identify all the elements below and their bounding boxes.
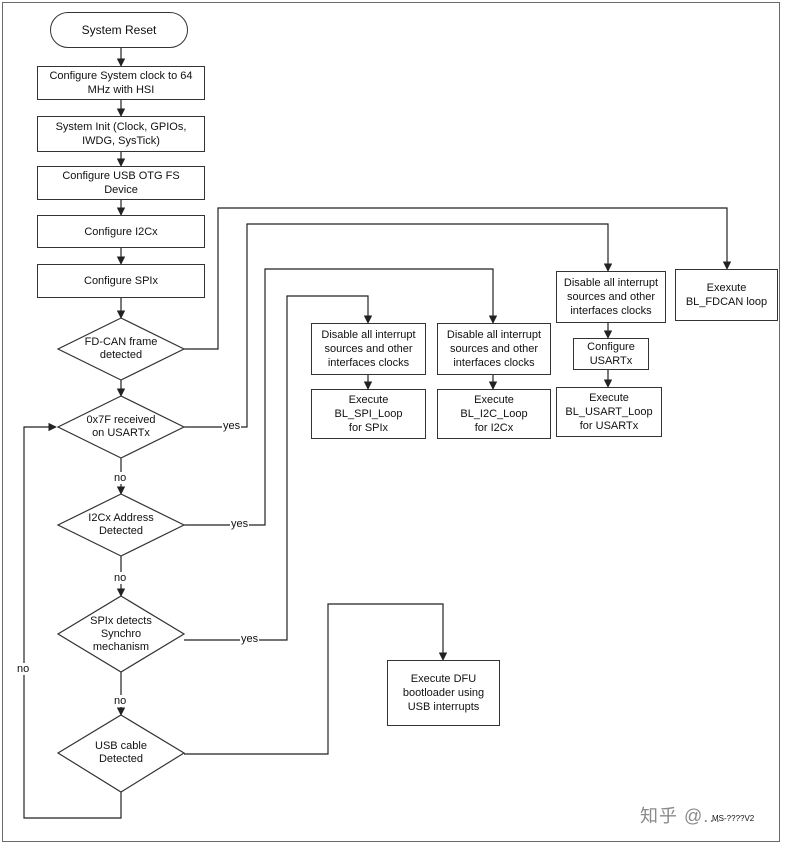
decision-i2c-shape: [56, 493, 186, 557]
decision-usart-shape: [56, 395, 186, 459]
exec-dfu-box: Execute DFU bootloader using USB interru…: [387, 660, 500, 726]
disable-usart-box: Disable all interrupt sources and other …: [556, 271, 666, 323]
exec-fdcan-box: Exexute BL_FDCAN loop: [675, 269, 778, 321]
system-init-box: System Init (Clock, GPIOs, IWDG, SysTick…: [37, 116, 205, 152]
edge-no-loop: [23, 422, 122, 819]
disable-i2c-box: Disable all interrupt sources and other …: [437, 323, 551, 375]
decision-i2c-label: I2Cx Address Detected: [88, 512, 154, 537]
configure-usb-box: Configure USB OTG FS Device: [37, 166, 205, 200]
configure-clock-box: Configure System clock to 64 MHz with HS…: [37, 66, 205, 100]
exec-i2c-box: Execute BL_I2C_Loop for I2Cx: [437, 389, 551, 439]
decision-usart-label: 0x7F received on USARTx: [86, 414, 156, 439]
figure-code: MS-????V2: [712, 814, 755, 823]
configure-i2c-box: Configure I2Cx: [37, 215, 205, 248]
decision-fdcan-shape: [56, 317, 186, 381]
edge-usb-yes: [184, 603, 448, 755]
start-terminal: System Reset: [50, 12, 188, 48]
decision-fdcan-label: FD-CAN frame detected: [84, 336, 158, 361]
no-label-loop: no: [16, 663, 31, 675]
watermark: 知乎 @...: [640, 806, 722, 826]
yes-label-i2c: yes: [230, 518, 250, 530]
no-label-usart: no: [113, 472, 128, 484]
configure-spi-box: Configure SPIx: [37, 264, 205, 298]
exec-usart-box: Execute BL_USART_Loop for USARTx: [556, 387, 662, 437]
no-label-spi: no: [113, 695, 128, 707]
decision-spi-label: SPIx detects Synchro mechanism: [90, 614, 152, 653]
decision-usb-label: USB cable Detected: [95, 740, 147, 765]
disable-spi-box: Disable all interrupt sources and other …: [311, 323, 426, 375]
configure-usart-box: Configure USARTx: [573, 338, 649, 370]
decision-usb-shape: [56, 714, 186, 793]
no-label-i2c: no: [113, 572, 128, 584]
decision-spi-shape: [56, 595, 186, 673]
edge-fdcan-yes: [184, 207, 732, 350]
yes-label-spi: yes: [240, 633, 260, 645]
yes-label-usart: yes: [222, 420, 242, 432]
exec-spi-box: Execute BL_SPI_Loop for SPIx: [311, 389, 426, 439]
